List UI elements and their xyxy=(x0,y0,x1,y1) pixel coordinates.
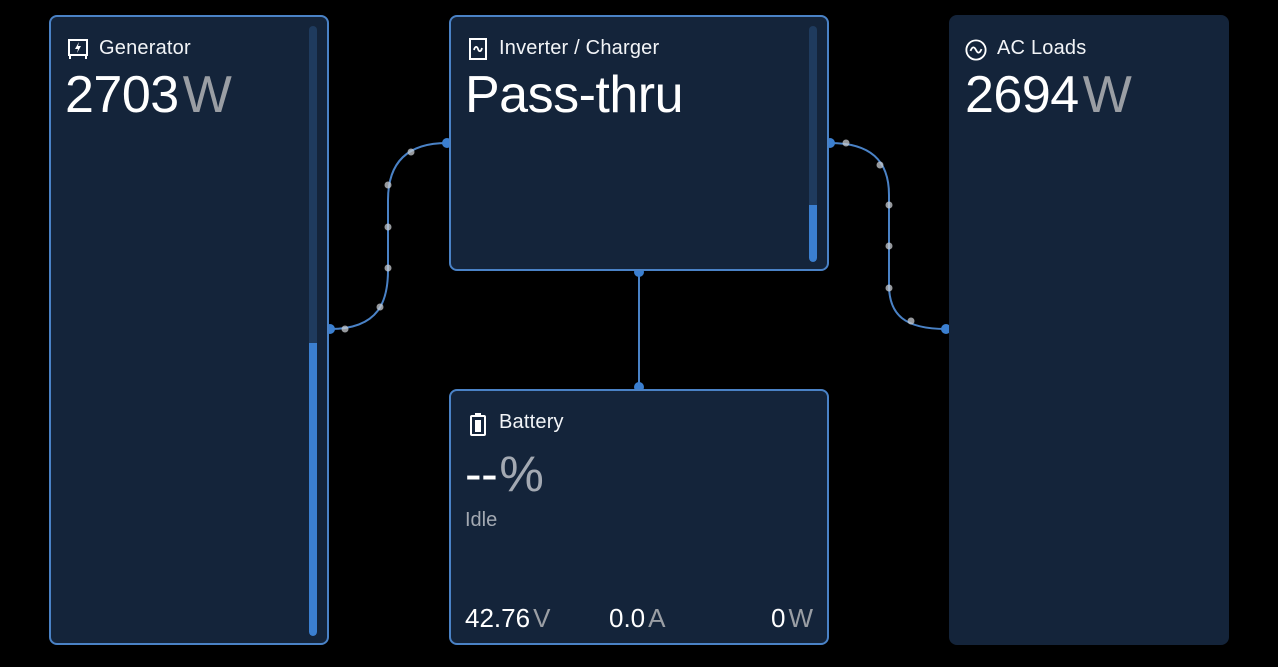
battery-icon xyxy=(467,412,489,436)
inverter-load-bar xyxy=(809,26,817,262)
inverter-load-fill xyxy=(809,205,817,262)
generator-icon xyxy=(67,38,89,60)
battery-soc: --% xyxy=(465,446,544,502)
ac-loads-power: 2694W xyxy=(965,66,1132,124)
inverter-title: Inverter / Charger xyxy=(499,37,660,59)
ac-loads-card[interactable]: AC Loads 2694W xyxy=(949,15,1229,645)
generator-card[interactable]: Generator 2703W xyxy=(49,15,329,645)
generator-title: Generator xyxy=(99,37,191,59)
inverter-state: Pass-thru xyxy=(465,66,684,124)
generator-load-bar xyxy=(309,26,317,636)
battery-title: Battery xyxy=(499,411,564,433)
ac-wave-icon xyxy=(965,38,987,61)
generator-load-fill xyxy=(309,343,317,636)
wire-inverter-acloads xyxy=(829,142,947,330)
inverter-icon xyxy=(467,37,489,60)
battery-status: Idle xyxy=(465,509,498,531)
ac-loads-title: AC Loads xyxy=(997,37,1087,59)
wire-generator-inverter xyxy=(329,142,448,330)
generator-power: 2703W xyxy=(65,66,232,124)
flow-particles xyxy=(341,139,915,333)
inverter-card[interactable]: Inverter / Charger Pass-thru xyxy=(449,15,829,271)
connector-dot xyxy=(941,324,951,334)
